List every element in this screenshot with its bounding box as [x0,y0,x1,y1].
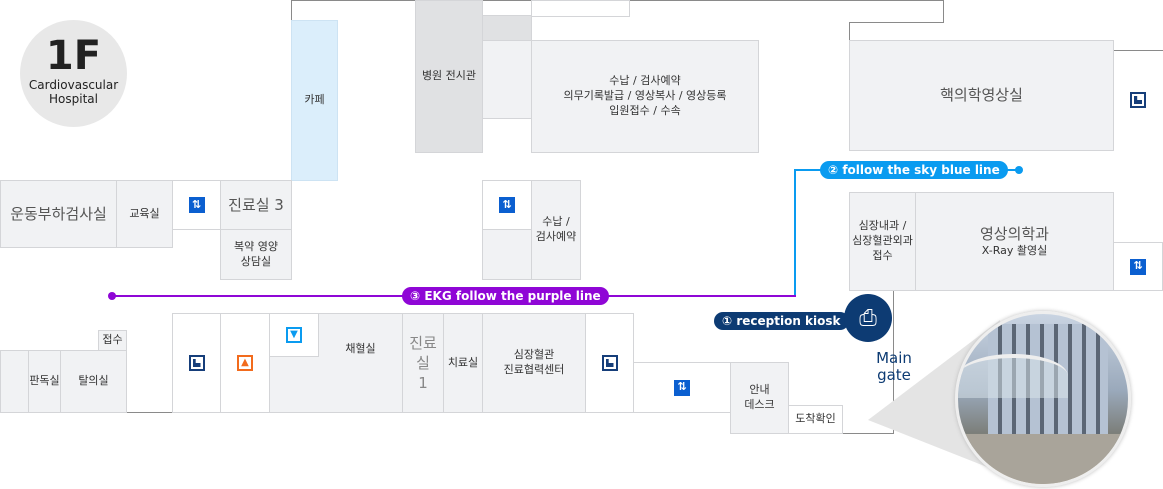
step1-badge: ① reception kiosk [714,312,849,330]
room-exercise: 운동부하검사실 [0,180,117,248]
elevator-icon: ⇅ [674,379,690,396]
room-payment-main: 수납 / 검사예약 의무기록발급 / 영상복사 / 영상등록 입원접수 / 수속 [531,40,759,153]
step3-badge: ③ EKG follow the purple line [402,287,609,305]
room-block [482,40,532,119]
wall [943,0,944,23]
room-nuclear: 핵의학영상실 [849,40,1114,151]
room-block [482,15,532,41]
room-info-desk: 안내 데스크 [730,362,789,434]
room-blood: 채혈실 [318,313,403,357]
room-education: 교육실 [116,180,173,248]
stairs-icon [1130,92,1146,108]
room-arrival: 도착확인 [788,405,843,434]
purple-route-end [108,292,116,300]
room-reception-small: 접수 [98,330,127,351]
room-elevator: ⇅ [633,362,731,413]
room-cafe: 카페 [291,20,338,181]
restroom-men-icon: ▼ [286,327,302,343]
room-block [531,0,630,17]
canopy [958,354,1068,398]
room-restroom-men: ▼ [269,313,319,357]
street [958,434,1128,484]
room-elevator: ⇅ [1113,242,1163,291]
room-exhibit: 병원 전시관 [415,0,483,153]
elevator-icon: ⇅ [188,197,205,213]
entrance-photo [955,311,1131,487]
floor-label: 1F [45,33,102,79]
room-exam1: 진료실 1 [402,313,444,413]
room-block [269,356,403,413]
wall [1113,50,1163,51]
stairs-icon [188,355,205,371]
building-name: Cardiovascular Hospital [28,78,119,106]
stairs-icon [601,355,618,371]
blue-route-end [1015,166,1023,174]
room-cardio-center: 심장혈관 진료협력센터 [482,313,586,413]
main-gate-label: Main gate [876,349,912,384]
radiology-label: 영상의학과 [979,224,1049,243]
step2-badge: ② follow the sky blue line [820,161,1008,179]
room-radiology: 영상의학과 X-Ray 촬영실 [915,192,1114,291]
room-payment-small: 수납 / 검사예약 [531,180,581,280]
room-block [482,229,532,280]
room-block [0,350,29,413]
kiosk-icon: ⎙ [844,294,892,342]
room-elevator: ⇅ [172,180,221,230]
room-changing: 탈의실 [60,350,127,413]
elevator-icon: ⇅ [499,197,515,213]
room-cardio-reception: 심장내과 / 심장혈관외과 접수 [849,192,916,291]
wall [849,22,850,41]
room-treatment: 치료실 [443,313,483,413]
room-elevator: ⇅ [482,180,532,230]
xray-label: X-Ray 촬영실 [981,244,1048,258]
room-stairs [172,313,221,413]
restroom-women-icon: ▲ [237,355,253,371]
room-exam3: 진료실 3 [220,180,292,230]
room-stairs [585,313,634,413]
room-nutrition: 복약 영양 상담실 [220,229,292,280]
room-reading: 판독실 [28,350,61,413]
elevator-icon: ⇅ [1130,258,1146,275]
floor-badge: 1F Cardiovascular Hospital [20,20,127,127]
room-restroom-women: ▲ [220,313,270,413]
wall [849,22,944,23]
